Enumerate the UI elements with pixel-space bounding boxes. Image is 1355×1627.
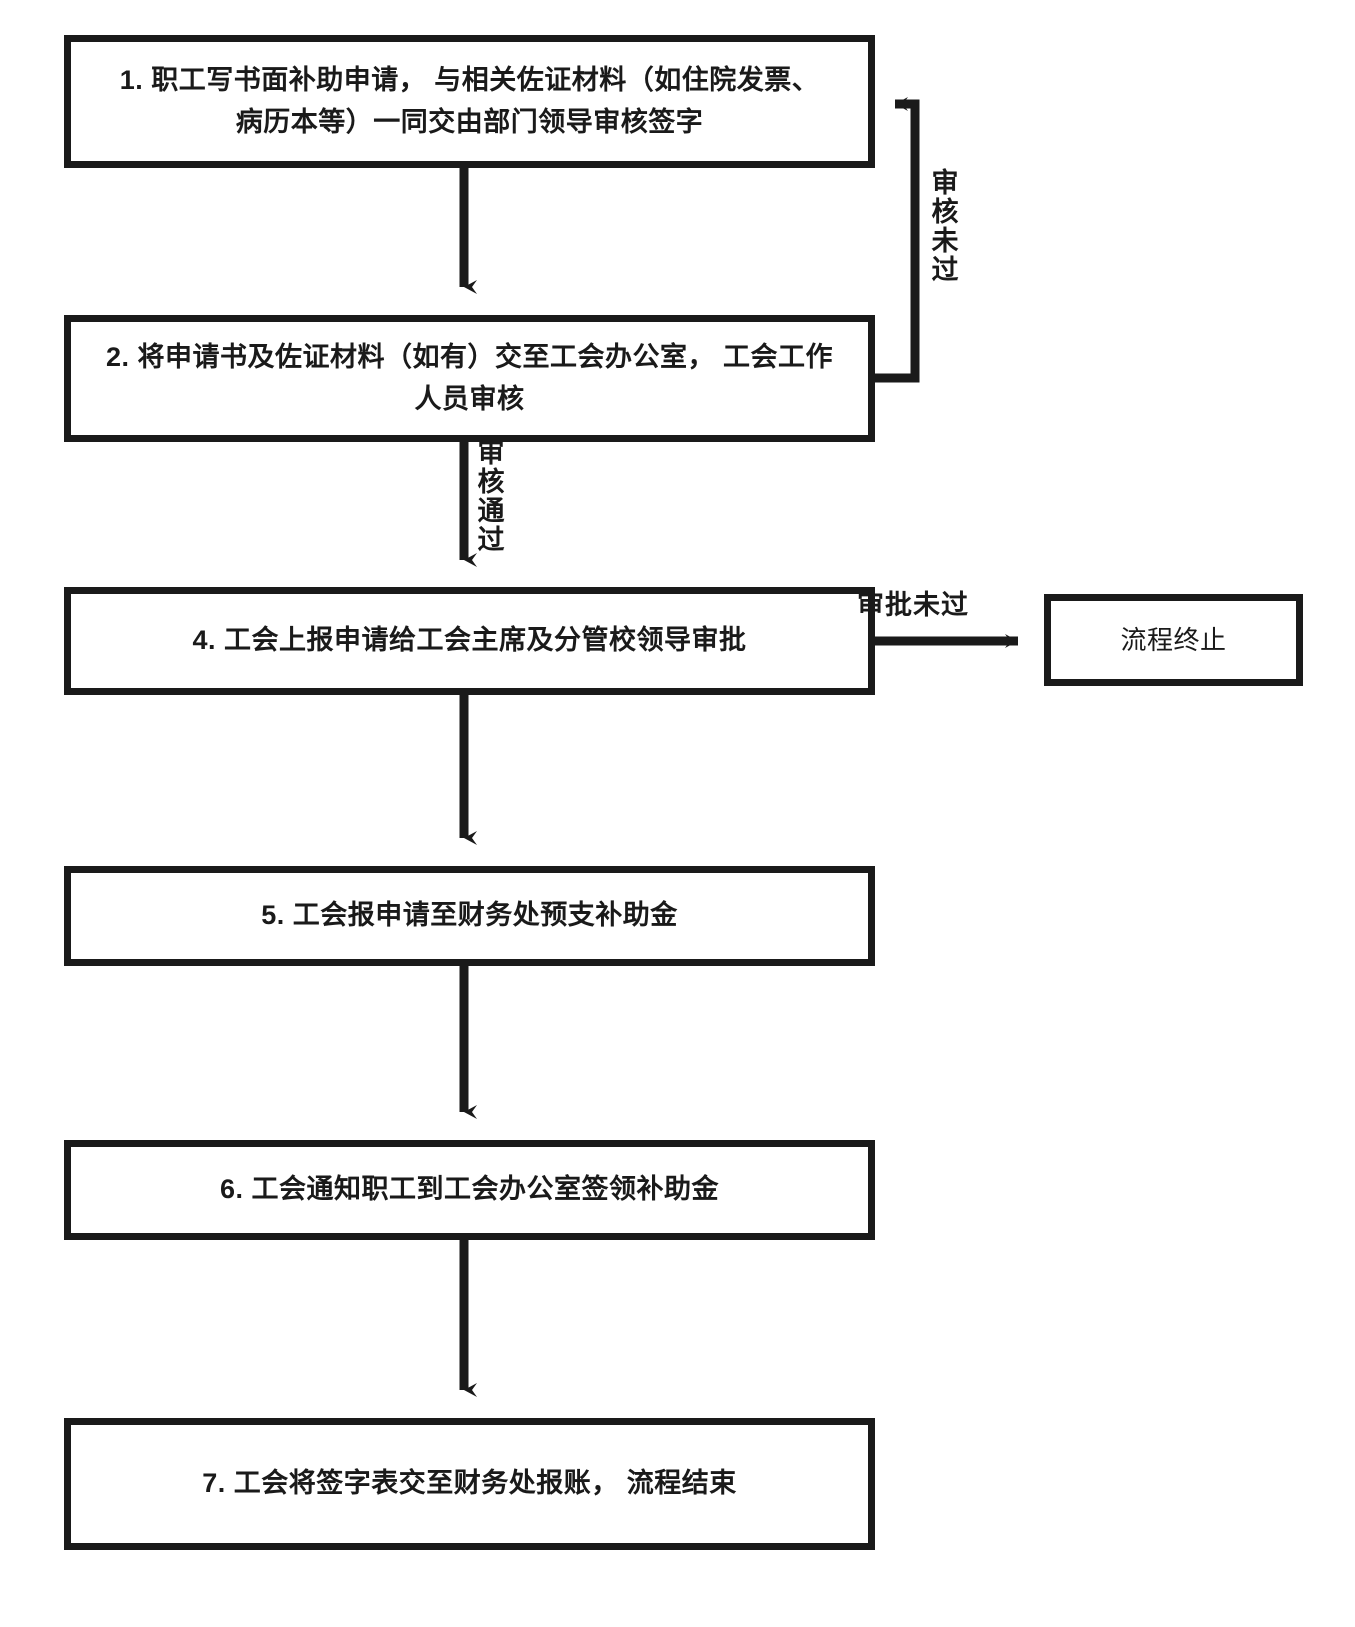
node-step-5-label: 5. 工会报申请至财务处预支补助金 — [261, 900, 678, 931]
node-step-2[interactable]: 2. 将申请书及佐证材料（如有）交至工会办公室， 工会工作 人员审核 — [64, 315, 875, 442]
edge-label-review-failed: 审核未过 — [927, 168, 958, 284]
node-process-terminate[interactable]: 流程终止 — [1044, 594, 1303, 686]
node-step-2-label: 2. 将申请书及佐证材料（如有）交至工会办公室， 工会工作 人员审核 — [105, 341, 834, 414]
node-step-4[interactable]: 4. 工会上报申请给工会主席及分管校领导审批 — [64, 587, 875, 695]
node-step-6-label: 6. 工会通知职工到工会办公室签领补助金 — [219, 1174, 720, 1205]
edge-label-approval-failed: 审批未过 — [857, 590, 969, 620]
node-step-7[interactable]: 7. 工会将签字表交至财务处报账， 流程结束 — [64, 1418, 875, 1550]
edge-label-review-passed: 审核通过 — [473, 438, 504, 554]
node-step-4-label: 4. 工会上报申请给工会主席及分管校领导审批 — [192, 625, 747, 656]
node-process-terminate-label: 流程终止 — [1120, 624, 1227, 655]
node-step-1-label: 1. 职工写书面补助申请， 与相关佐证材料（如住院发票、 病历本等）一同交由部门… — [119, 64, 820, 137]
node-step-5[interactable]: 5. 工会报申请至财务处预支补助金 — [64, 866, 875, 966]
edge-step2-to-step1-loop — [875, 97, 920, 383]
node-step-7-label: 7. 工会将签字表交至财务处报账， 流程结束 — [202, 1468, 737, 1499]
node-step-1[interactable]: 1. 职工写书面补助申请， 与相关佐证材料（如住院发票、 病历本等）一同交由部门… — [64, 35, 875, 168]
node-step-6[interactable]: 6. 工会通知职工到工会办公室签领补助金 — [64, 1140, 875, 1240]
